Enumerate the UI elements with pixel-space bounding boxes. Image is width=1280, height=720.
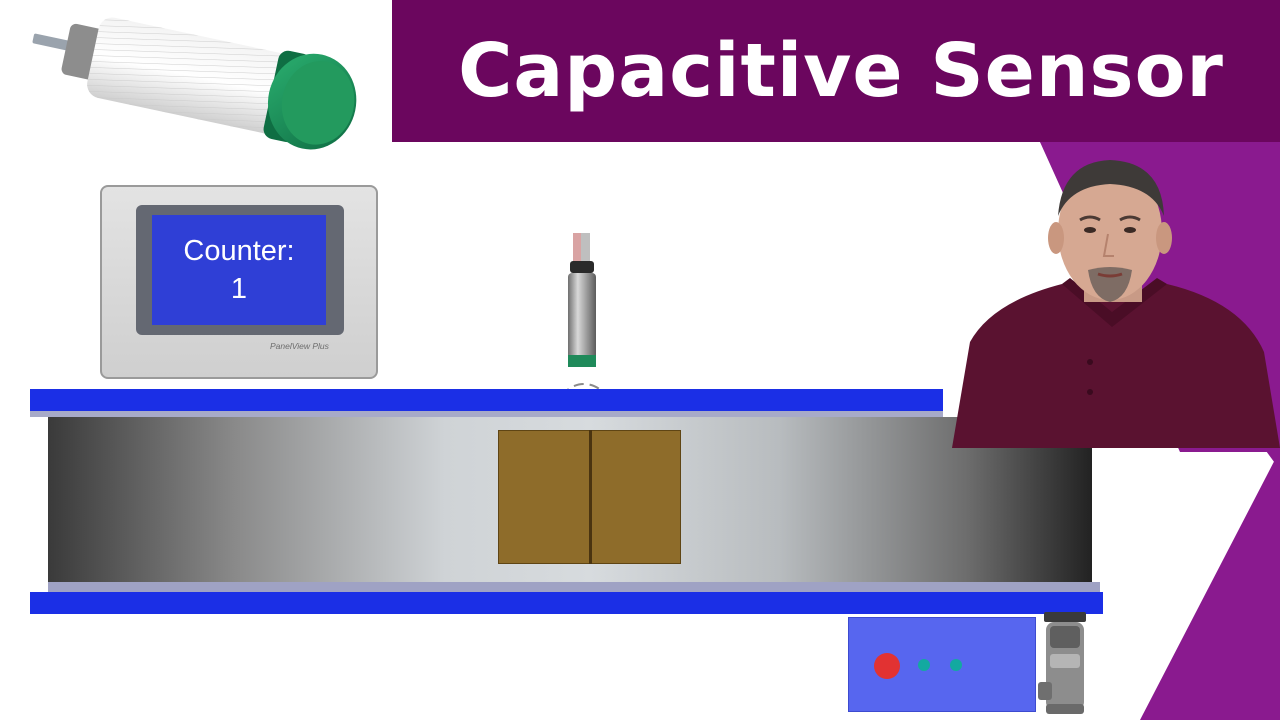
conveyor-bottom-rail-edge (48, 582, 1100, 592)
presenter-photo (952, 160, 1280, 448)
teal-indicator-light (918, 659, 930, 671)
conveyor-bottom-rail (30, 592, 1103, 614)
hmi-screen: Counter: 1 (152, 215, 326, 325)
title-banner: Capacitive Sensor (392, 0, 1280, 142)
conveyor-top-rail (30, 389, 943, 411)
capacitive-sensor-icon (32, 17, 357, 150)
box-seam (589, 430, 592, 564)
counter-label: Counter: (183, 235, 295, 267)
page-title: Capacitive Sensor (458, 28, 1224, 114)
conveyor-top-rail-edge (30, 411, 943, 417)
hmi-brand-label: PanelView Plus (270, 341, 329, 351)
teal-indicator-light (950, 659, 962, 671)
counter-value: 1 (230, 273, 248, 305)
motor-icon (1038, 612, 1086, 714)
red-indicator-light (874, 653, 900, 679)
